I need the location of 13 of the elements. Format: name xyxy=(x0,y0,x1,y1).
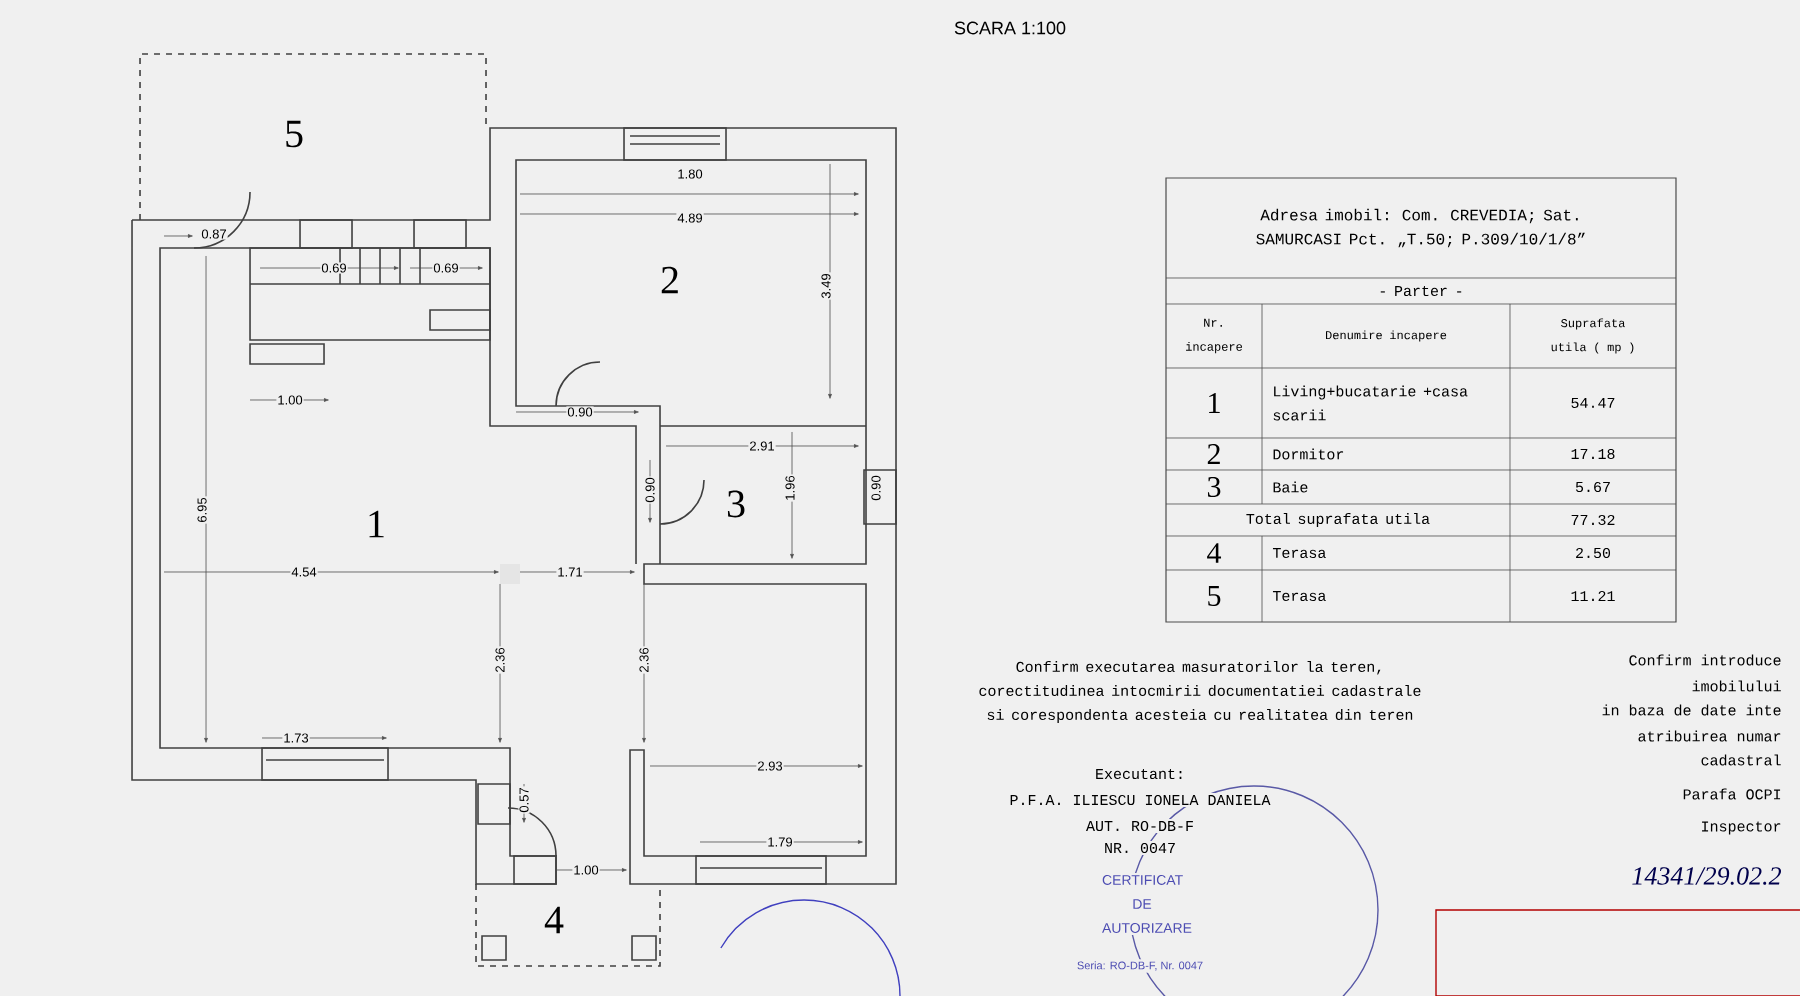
table-cell: 4 xyxy=(1207,543,1222,563)
room-number: 1 xyxy=(369,510,384,538)
room-number: 2 xyxy=(661,266,678,294)
room-number: 5 xyxy=(286,120,303,148)
table-cell: 5 xyxy=(1208,586,1221,606)
table-cell: Adresa imobil: Com. CREVEDIA; Sat. SAMURCASI Pct. „T.50; P.309/10/1/8” xyxy=(1256,208,1585,248)
handwritten-number: 14341/29.02.2 xyxy=(1632,867,1781,885)
table-cell: 2 xyxy=(1207,444,1220,464)
room-number: 4 xyxy=(544,906,564,934)
scale-label: SCARA 1:100 xyxy=(954,21,1066,35)
room-number: 3 xyxy=(727,490,745,518)
table-cell: 3 xyxy=(1207,476,1221,498)
table-cell: 1 xyxy=(1209,393,1220,413)
